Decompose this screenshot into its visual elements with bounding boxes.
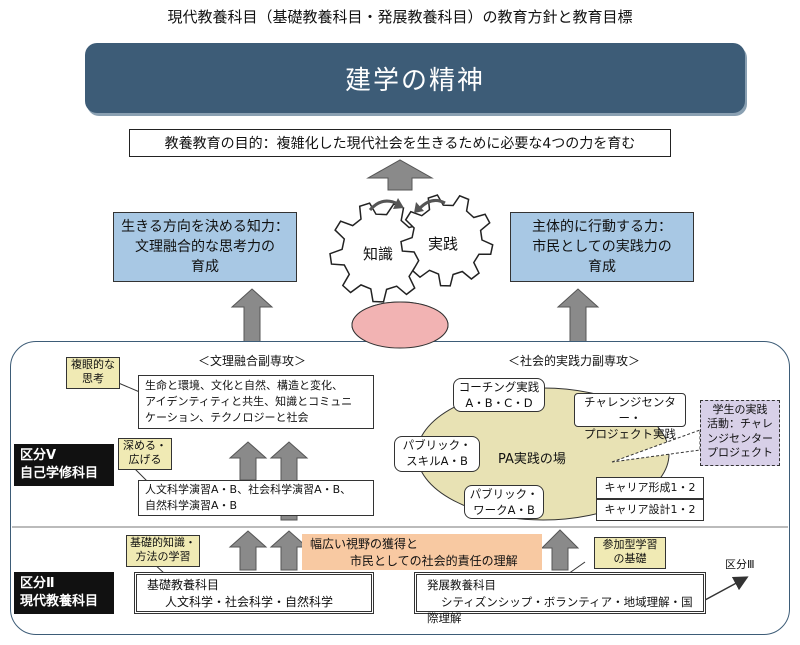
tag-line: 方法の学習 — [135, 550, 191, 564]
kubun-line: 区分Ⅱ — [20, 576, 55, 591]
page-title: 現代教養科目（基礎教養科目・発展教養科目）の教育方針と教育目標 — [167, 8, 633, 26]
pa-field-label: PA実践の場 — [498, 452, 566, 467]
orange-line: 幅広い視野の獲得と — [310, 537, 419, 551]
career-design-box: キャリア設計1・2 — [596, 499, 704, 521]
seminar-box: 人文科学演習A・B、社会科学演習A・B、 自然科学演習A・B — [138, 480, 374, 516]
gear-left-label: 知識 — [363, 245, 394, 263]
kubun2-label: 区分Ⅱ 現代教養科目 — [14, 572, 114, 614]
tag-line: の基礎 — [613, 552, 647, 566]
career-formation-box: キャリア形成1・2 — [596, 477, 704, 499]
kubun3-label: 区分Ⅲ — [725, 558, 755, 571]
tag-deepen-broaden: 深める・ 広げる — [118, 438, 172, 470]
right-goal-line: 市民としての実践力の — [532, 238, 672, 255]
tag-line: 基礎的知識・ — [130, 536, 196, 549]
public-skill-line: パブリック・ — [402, 438, 472, 452]
callout-line: ンジセンター — [707, 431, 773, 445]
left-goal-line: 文理融合的な思考力の — [134, 238, 275, 255]
orange-line: 市民としての社会的責任の理解 — [350, 554, 518, 569]
pa-oval-line: で育成 — [381, 326, 419, 342]
right-goal-line: 育成 — [588, 259, 616, 276]
tag-line: 参加型学習 — [602, 538, 658, 551]
gear-right-label: 実践 — [428, 235, 459, 253]
themes-line: 生命と環境、文化と自然、構造と変化、 — [145, 379, 343, 392]
themes-line: ケーション、テクノロジーと社会 — [145, 410, 309, 424]
sub-major-right-heading: ＜社会的実践力副専攻＞ — [508, 354, 641, 368]
advanced-liberal-arts-box: 発展教養科目 シティズンシップ・ボランティア・地域理解・国際理解 — [414, 572, 706, 625]
pa-oval-text: PA型教育 で育成 — [352, 310, 448, 343]
tag-line: 広げる — [128, 453, 162, 467]
gear-right-icon — [400, 194, 494, 287]
advanced-line: 発展教養科目 — [427, 578, 496, 592]
callout-line: 活動：チャレ — [707, 417, 773, 431]
tag-line: 深める・ — [123, 439, 167, 452]
basic-line: 人文科学・社会科学・自然科学 — [165, 595, 334, 610]
tag-participatory: 参加型学習 の基礎 — [594, 537, 666, 569]
arrow-to-right-goal — [556, 288, 600, 344]
education-purpose-box: 教養教育の目的：複雑化した現代社会を生きるために必要な4つの力を育む — [129, 129, 671, 157]
coaching-line: コーチング実践 — [458, 380, 540, 394]
kubun-line: 自己学修科目 — [20, 466, 99, 482]
public-work-line: ワークA・B — [473, 503, 535, 518]
themes-line: アイデンティティと共生、知識とコミュニ — [145, 394, 353, 408]
seminar-line: 人文科学演習A・B、社会科学演習A・B、 — [145, 483, 352, 496]
kubun-line: 区分Ⅴ — [20, 448, 57, 463]
left-goal-box: 生きる方向を決める知力： 文理融合的な思考力の 育成 — [113, 212, 297, 282]
public-skill-line: スキルA・B — [406, 454, 468, 469]
themes-box: 生命と環境、文化と自然、構造と変化、 アイデンティティと共生、知識とコミュニ ケ… — [138, 375, 374, 429]
right-goal-box: 主体的に行動する力： 市民としての実践力の 育成 — [510, 212, 694, 282]
callout-line: プロジェクト — [707, 445, 773, 459]
broad-vision-box: 幅広い視野の獲得と 市民としての社会的責任の理解 — [302, 534, 542, 570]
basic-liberal-arts-box: 基礎教養科目 人文科学・社会科学・自然科学 — [134, 572, 374, 614]
rotation-arrow-icon — [368, 198, 446, 213]
tag-line: 思考 — [82, 372, 104, 386]
arrow-to-purpose — [366, 159, 434, 191]
kubun5-label: 区分Ⅴ 自己学修科目 — [14, 444, 114, 486]
right-goal-line: 主体的に行動する力： — [532, 218, 672, 235]
coaching-box: コーチング実践 A・B・C・D — [453, 378, 545, 412]
tag-line: 複眼的な — [71, 358, 115, 371]
challenge-center-box: チャレンジセンター・ プロジェクト実践 — [574, 393, 686, 441]
sub-major-left-heading: ＜文理融合副専攻＞ — [198, 354, 307, 368]
tag-basic-knowledge: 基礎的知識・ 方法の学習 — [126, 535, 200, 567]
callout-line: 学生の実践 — [712, 403, 768, 416]
seminar-line: 自然科学演習A・B — [145, 498, 238, 512]
arrow-to-left-goal — [230, 288, 274, 344]
public-skill-box: パブリック・ スキルA・B — [394, 436, 480, 472]
left-goal-line: 生きる方向を決める知力： — [121, 218, 289, 235]
pa-oval-line: PA型教育 — [373, 310, 427, 325]
kubun-line: 現代教養科目 — [20, 594, 99, 610]
basic-line: 基礎教養科目 — [147, 578, 220, 592]
advanced-line: シティズンシップ・ボランティア・地域理解・国際理解 — [427, 594, 693, 626]
spirit-banner: 建学の精神 — [85, 43, 745, 113]
left-goal-line: 育成 — [190, 259, 219, 276]
challenge-line: チャレンジセンター・ — [584, 395, 676, 426]
student-activity-callout: 学生の実践 活動：チャレ ンジセンター プロジェクト — [700, 400, 780, 466]
public-work-box: パブリック・ ワークA・B — [464, 485, 544, 519]
coaching-line: A・B・C・D — [465, 396, 533, 411]
public-work-line: パブリック・ — [469, 487, 539, 501]
challenge-line: プロジェクト実践 — [584, 427, 676, 442]
tag-multi-perspective: 複眼的な 思考 — [66, 357, 120, 389]
